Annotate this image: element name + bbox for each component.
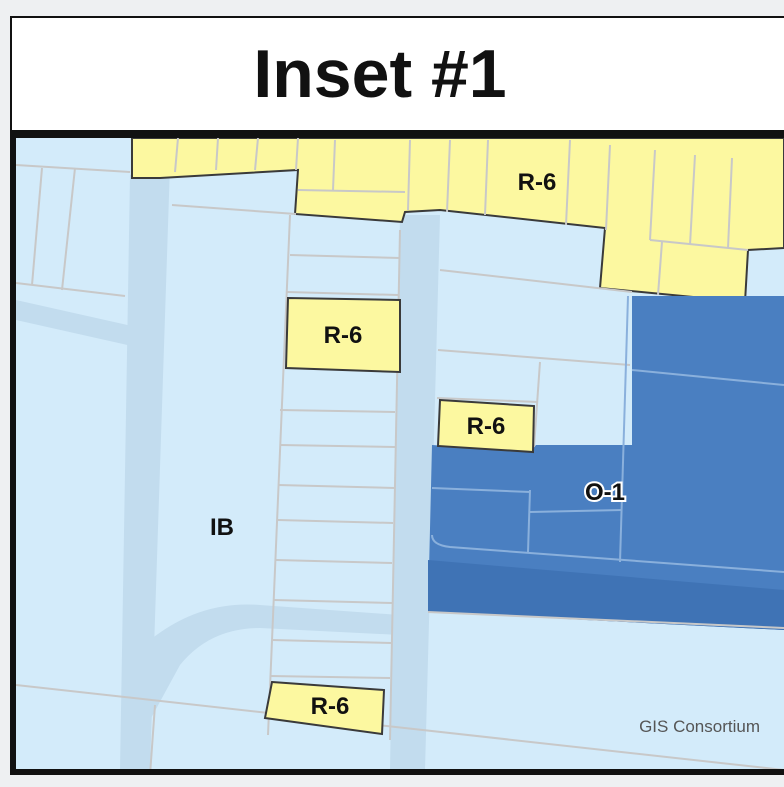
r6-parcel-lines — [174, 138, 749, 296]
r6-mid-label: R-6 — [467, 413, 506, 440]
r6-south-label: R-6 — [311, 693, 350, 720]
road-west-vertical — [120, 165, 170, 769]
parcel-lines — [16, 164, 784, 769]
inset-title-box: Inset #1 — [10, 16, 784, 132]
r6-center-label: R-6 — [324, 322, 363, 349]
road-network — [16, 165, 440, 769]
road-curve — [150, 604, 400, 720]
map-attribution: GIS Consortium — [639, 717, 760, 736]
road-central-vertical — [390, 215, 440, 769]
r6-south-parcel[interactable] — [263, 680, 386, 736]
r6-mid-parcel[interactable] — [436, 398, 536, 454]
inset-title: Inset #1 — [253, 36, 507, 112]
zoning-map[interactable]: R-6 R-6 R-6 O-1 IB R-6 — [16, 138, 784, 775]
r6-center-parcel[interactable] — [284, 296, 401, 374]
r6-north-parcel[interactable] — [131, 138, 784, 304]
o1-zone-parcel[interactable] — [428, 296, 784, 630]
o1-road-band — [428, 560, 784, 630]
ib-label: IB — [210, 514, 234, 541]
road-west-horizontal — [16, 300, 150, 350]
o1-label: O-1 — [585, 479, 625, 506]
o1-parcel-lines — [431, 295, 784, 573]
r6-north-label: R-6 — [518, 169, 557, 196]
map-frame[interactable]: R-6 R-6 R-6 O-1 IB R-6 GIS Consortium — [10, 132, 784, 775]
